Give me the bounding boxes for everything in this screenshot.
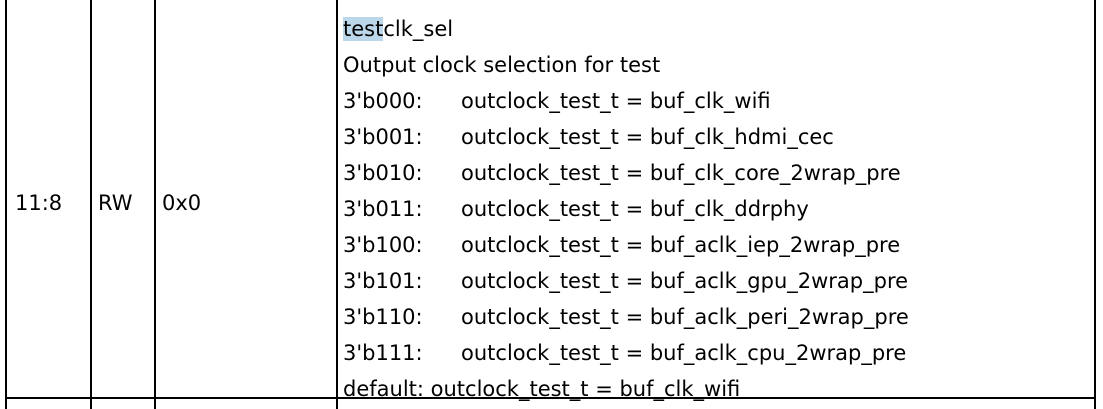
option-code: 3'b001: bbox=[343, 125, 423, 149]
bit-range-cell: 11:8 bbox=[15, 191, 63, 215]
attribute-cell: RW bbox=[98, 191, 133, 215]
option-code: 3'b101: bbox=[343, 269, 423, 293]
column-divider-reset bbox=[336, 0, 338, 409]
option-code: 3'b000: bbox=[343, 89, 423, 113]
table-border-bottom bbox=[5, 397, 1096, 399]
field-name: testclk_sel bbox=[343, 11, 453, 47]
option-code: 3'b011: bbox=[343, 197, 423, 221]
reset-value-cell: 0x0 bbox=[162, 191, 202, 215]
field-summary: Output clock selection for test bbox=[343, 53, 661, 77]
option-line: 3'b100: outclock_test_t = buf_aclk_iep_2w… bbox=[343, 227, 900, 263]
option-line: 3'b001: outclock_test_t = buf_clk_hdmi_ce… bbox=[343, 119, 834, 155]
option-code: 3'b111: bbox=[343, 341, 423, 365]
option-line: 3'b011: outclock_test_t = buf_clk_ddrphy bbox=[343, 191, 809, 227]
option-line: 3'b110: outclock_test_t = buf_aclk_peri_2… bbox=[343, 299, 909, 335]
option-value: outclock_test_t = buf_clk_ddrphy bbox=[461, 197, 809, 221]
option-value: outclock_test_t = buf_aclk_peri_2wrap_pr… bbox=[461, 305, 909, 329]
option-value: outclock_test_t = buf_aclk_gpu_2wrap_pre bbox=[461, 269, 909, 293]
option-code: 3'b010: bbox=[343, 161, 423, 185]
default-line: default: outclock_test_t = buf_clk_wifi bbox=[343, 377, 741, 401]
option-value: outclock_test_t = buf_aclk_iep_2wrap_pre bbox=[461, 233, 901, 257]
column-divider-attr bbox=[154, 0, 156, 409]
field-name-highlight: test bbox=[343, 17, 384, 41]
option-code: 3'b100: bbox=[343, 233, 423, 257]
register-table: 11:8 RW 0x0 testclk_sel Output clock sel… bbox=[5, 0, 1096, 409]
option-code: 3'b110: bbox=[343, 305, 423, 329]
option-value: outclock_test_t = buf_clk_core_2wrap_pre bbox=[461, 161, 901, 185]
option-value: outclock_test_t = buf_aclk_cpu_2wrap_pre bbox=[461, 341, 907, 365]
table-border-left bbox=[5, 0, 7, 409]
option-line: 3'b101: outclock_test_t = buf_aclk_gpu_2w… bbox=[343, 263, 908, 299]
table-border-right bbox=[1094, 0, 1096, 409]
field-name-rest: clk_sel bbox=[383, 17, 454, 41]
option-value: outclock_test_t = buf_clk_hdmi_cec bbox=[461, 125, 834, 149]
option-line: 3'b010: outclock_test_t = buf_clk_core_2w… bbox=[343, 155, 901, 191]
option-line: 3'b000: outclock_test_t = buf_clk_wifi bbox=[343, 83, 771, 119]
column-divider-bit bbox=[90, 0, 92, 409]
option-line: 3'b111: outclock_test_t = buf_aclk_cpu_2w… bbox=[343, 335, 906, 371]
option-value: outclock_test_t = buf_clk_wifi bbox=[461, 89, 771, 113]
